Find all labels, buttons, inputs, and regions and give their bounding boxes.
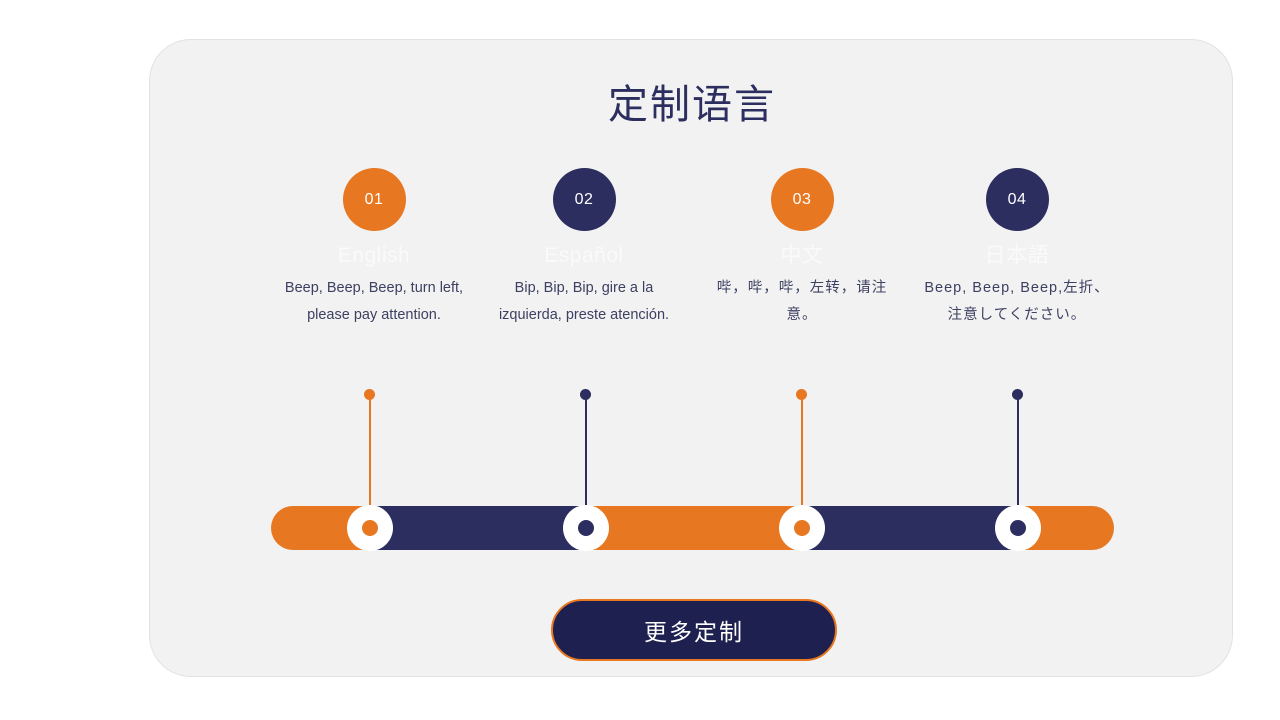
connector-stem-04 <box>1017 395 1019 515</box>
connector-head-02 <box>580 389 591 400</box>
progress-segment-4 <box>802 506 1018 550</box>
step-badge-02: 02 <box>552 168 616 231</box>
connector-stem-02 <box>585 395 587 515</box>
language-name-04: 日本語 <box>984 244 1050 267</box>
step-badge-04: 04 <box>985 168 1049 231</box>
connector-head-03 <box>796 389 807 400</box>
progress-segment-2 <box>370 506 586 550</box>
page-title: 定制语言 <box>608 83 776 127</box>
language-name-03: 中文 <box>780 244 824 267</box>
language-phrase-01: Beep, Beep, Beep, turn left, please pay … <box>284 280 464 323</box>
connector-pin-02 <box>580 389 591 515</box>
language-phrase-02: Bip, Bip, Bip, gire a la izquierda, pres… <box>498 280 670 323</box>
progress-node-02[interactable] <box>563 505 609 551</box>
connector-stem-03 <box>801 395 803 515</box>
progress-node-03[interactable] <box>779 505 825 551</box>
connector-head-01 <box>364 389 375 400</box>
progress-bar[interactable] <box>271 506 1114 550</box>
connector-head-04 <box>1012 389 1023 400</box>
language-phrase-03: 哔，哔，哔，左转，请注意。 <box>716 280 888 323</box>
progress-node-dot-03 <box>794 520 810 536</box>
connector-stem-01 <box>369 395 371 515</box>
progress-node-dot-01 <box>362 520 378 536</box>
progress-node-dot-02 <box>578 520 594 536</box>
content-card: 定制语言 01 English Beep, Beep, Beep, turn l… <box>149 39 1233 677</box>
step-badge-01: 01 <box>342 168 406 231</box>
progress-node-04[interactable] <box>995 505 1041 551</box>
language-name-01: English <box>337 244 411 267</box>
language-column-02[interactable]: 02 Español Bip, Bip, Bip, gire a la izqu… <box>469 168 699 329</box>
progress-node-dot-04 <box>1010 520 1026 536</box>
language-name-02: Español <box>544 244 624 267</box>
language-column-03[interactable]: 03 中文 哔，哔，哔，左转，请注意。 <box>687 168 917 329</box>
connector-pin-04 <box>1012 389 1023 515</box>
step-badge-03: 03 <box>770 168 834 231</box>
language-column-01[interactable]: 01 English Beep, Beep, Beep, turn left, … <box>259 168 489 329</box>
progress-node-01[interactable] <box>347 505 393 551</box>
language-column-04[interactable]: 04 日本語 Beep, Beep, Beep,左折、注意してください。 <box>902 168 1132 329</box>
language-columns: 01 English Beep, Beep, Beep, turn left, … <box>150 40 1234 678</box>
progress-segment-3 <box>586 506 802 550</box>
language-phrase-04: Beep, Beep, Beep,左折、注意してください。 <box>924 280 1110 323</box>
more-customization-button[interactable]: 更多定制 <box>551 599 837 661</box>
connector-pin-01 <box>364 389 375 515</box>
connector-pin-03 <box>796 389 807 515</box>
